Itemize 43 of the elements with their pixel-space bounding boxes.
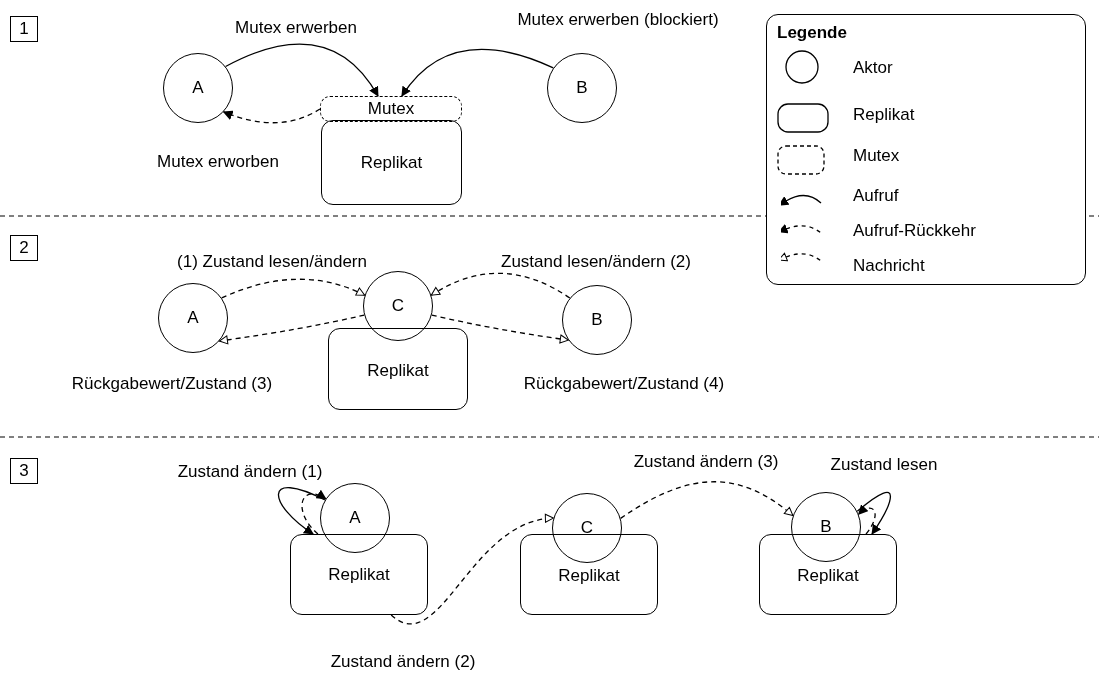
legend-text: Aufruf bbox=[853, 186, 899, 206]
actor-circle: A bbox=[158, 283, 228, 353]
actor-circle: B bbox=[791, 492, 861, 562]
arrow bbox=[856, 491, 892, 535]
legend-text: Replikat bbox=[853, 105, 915, 125]
actor-circle: C bbox=[363, 271, 433, 341]
arrow bbox=[277, 487, 326, 535]
actor-circle: B bbox=[547, 53, 617, 123]
legend-text: Aufruf-Rückkehr bbox=[853, 221, 976, 241]
replica-box: Replikat bbox=[759, 534, 897, 615]
edge-label: Zustand lesen/ändern (2) bbox=[499, 252, 693, 272]
arrow bbox=[619, 481, 794, 520]
legend-text: Aktor bbox=[853, 58, 893, 78]
section-number-box: 2 bbox=[10, 235, 38, 261]
edge-label: Zustand ändern (1) bbox=[175, 462, 325, 482]
replica-box: Replikat bbox=[328, 328, 468, 410]
arrow bbox=[390, 514, 555, 625]
arrow bbox=[224, 43, 379, 97]
mutex-box: Mutex bbox=[320, 96, 462, 122]
replica-box: Replikat bbox=[290, 534, 428, 615]
actor-circle: A bbox=[163, 53, 233, 123]
legend-text: Mutex bbox=[853, 146, 900, 166]
section-number-box: 3 bbox=[10, 458, 38, 484]
edge-label: Zustand ändern (2) bbox=[328, 652, 478, 672]
arrow bbox=[857, 504, 876, 535]
legend-title: Legende bbox=[777, 23, 847, 43]
actor-circle: A bbox=[320, 483, 390, 553]
edge-label: Zustand ändern (3) bbox=[631, 452, 781, 472]
replica-box: Replikat bbox=[520, 534, 658, 615]
arrow bbox=[431, 314, 569, 344]
arrow bbox=[222, 108, 321, 124]
arrow bbox=[301, 490, 327, 535]
arrow bbox=[221, 278, 366, 299]
arrow bbox=[218, 314, 365, 345]
actor-circle: B bbox=[562, 285, 632, 355]
replica-box: Replikat bbox=[321, 120, 462, 205]
legend-text: Nachricht bbox=[853, 256, 925, 276]
arrow bbox=[430, 272, 571, 299]
section-number-box: 1 bbox=[10, 16, 38, 42]
actor-circle: C bbox=[552, 493, 622, 563]
arrow bbox=[401, 48, 554, 97]
edge-label: (1) Zustand lesen/ändern bbox=[175, 252, 369, 272]
edge-label: Mutex erwerben (blockiert) bbox=[515, 10, 721, 30]
